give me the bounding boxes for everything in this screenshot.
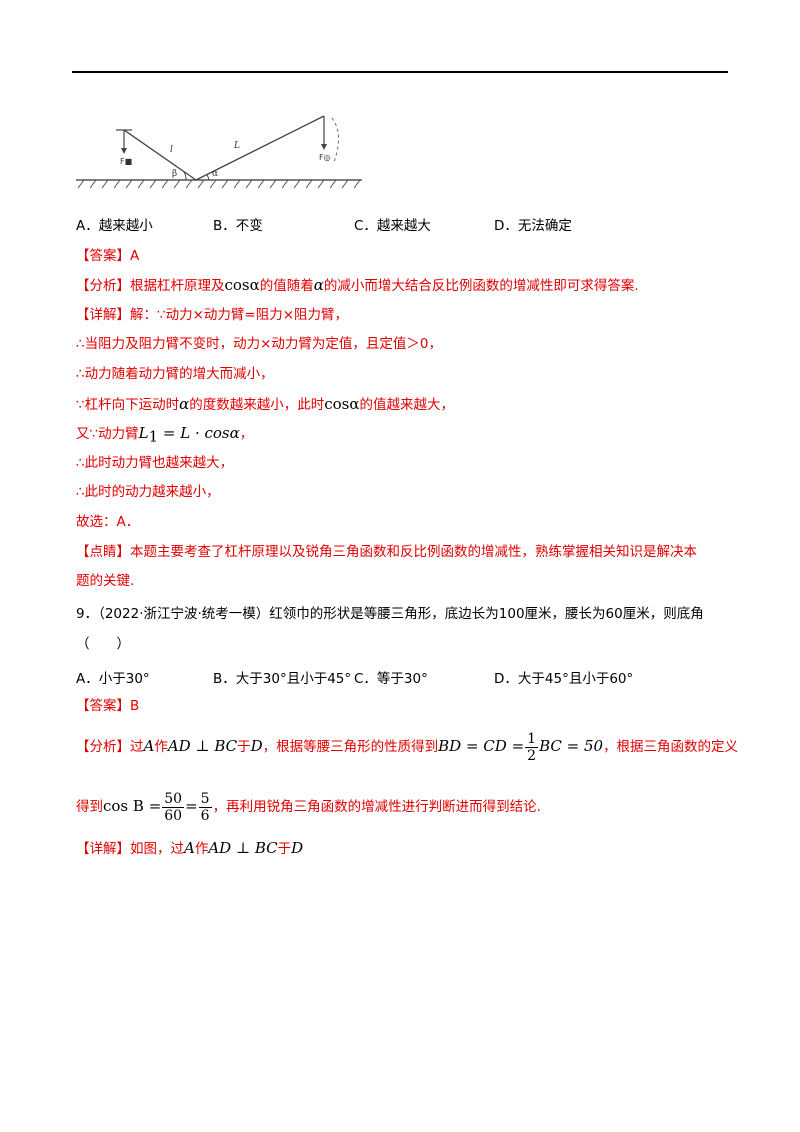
beta-label: β bbox=[172, 169, 177, 179]
q9-option-a[interactable]: A．小于30° bbox=[76, 671, 150, 687]
alpha-label: α bbox=[212, 169, 218, 179]
q8-comment-1: 【点睛】本题主要考查了杠杆原理以及锐角三角函数和反比例函数的增减性，熟练掌握相关… bbox=[76, 544, 697, 560]
q8-answer: 【答案】A bbox=[76, 248, 140, 264]
q8-option-a[interactable]: A．越来越小 bbox=[76, 218, 153, 234]
q9-option-c[interactable]: C．等于30° bbox=[354, 671, 428, 687]
q8-detail-3: ∴动力随着动力臂的增大而减小， bbox=[76, 366, 274, 382]
q9-question: 9．（2022·浙江宁波·统考一模）红领巾的形状是等腰三角形，底边长为100厘米… bbox=[76, 606, 704, 622]
q8-option-c[interactable]: C．越来越大 bbox=[354, 218, 431, 234]
q8-option-d[interactable]: D．无法确定 bbox=[494, 218, 572, 234]
q8-detail-6: ∴此时动力臂也越来越大， bbox=[76, 455, 234, 471]
q8-detail-4: ∵杠杆向下运动时α的度数越来越小，此时cosα的值越来越大， bbox=[76, 395, 454, 413]
q9-detail: 【详解】如图，过A作AD ⊥ BC于D bbox=[76, 839, 304, 857]
q8-detail-7: ∴此时的动力越来越小， bbox=[76, 484, 220, 500]
q8-detail-1: 【详解】解：∵动力×动力臂=阻力×阻力臂， bbox=[76, 307, 349, 323]
q8-option-b[interactable]: B．不变 bbox=[213, 218, 263, 234]
q8-analysis: 【分析】根据杠杆原理及cosα的值随着α的减小而增大结合反比例函数的增减性即可求… bbox=[76, 276, 639, 294]
q9-answer: 【答案】B bbox=[76, 698, 140, 714]
arm-short-label: l bbox=[170, 145, 173, 155]
lever-figure: F■ F◎ l L β α bbox=[76, 115, 362, 189]
header-rule bbox=[72, 71, 728, 73]
q9-question-paren: （ ） bbox=[76, 636, 130, 652]
force-right-label: F◎ bbox=[319, 153, 331, 162]
q8-detail-2: ∴当阻力及阻力臂不变时，动力×动力臂为定值，且定值＞0， bbox=[76, 336, 442, 352]
q8-choose: 故选：A． bbox=[76, 514, 140, 530]
q9-option-d[interactable]: D．大于45°且小于60° bbox=[494, 671, 634, 687]
q9-option-b[interactable]: B．大于30°且小于45° bbox=[213, 671, 352, 687]
q8-detail-5: 又∵动力臂L1 = L · cosα， bbox=[76, 424, 254, 446]
q8-comment-2: 题的关键. bbox=[76, 573, 135, 589]
arm-long-label: L bbox=[233, 141, 240, 151]
force-left-label: F■ bbox=[120, 157, 132, 166]
